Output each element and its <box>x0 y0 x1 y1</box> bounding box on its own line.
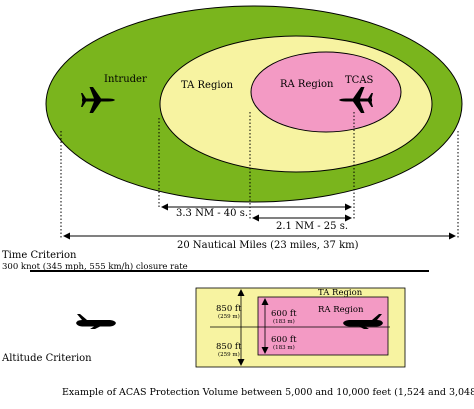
intruder-side-airplane-icon <box>76 314 116 329</box>
tcas-label: TCAS <box>345 75 374 86</box>
guide-lines <box>60 112 459 238</box>
ra-region-label: RA Region <box>280 79 334 90</box>
ta-lower-ft-label: 850 ft <box>216 342 242 352</box>
altitude-ra-label: RA Region <box>318 305 364 315</box>
ta-upper-m-label: (259 m) <box>218 313 240 320</box>
intruder-label: Intruder <box>104 74 147 85</box>
time-criterion-rate: 300 knot (345 mph, 555 km/h) closure rat… <box>2 261 188 272</box>
ta-region-label: TA Region <box>181 80 234 91</box>
ra-upper-m-label: (183 m) <box>273 318 295 325</box>
diagram-caption: Example of ACAS Protection Volume betwee… <box>62 387 474 398</box>
altitude-ta-label: TA Region <box>318 288 363 298</box>
ta-upper-ft-label: 850 ft <box>216 304 242 314</box>
total-distance-label: 20 Nautical Miles (23 miles, 37 km) <box>177 240 359 251</box>
ra-distance-label: 2.1 NM - 25 s. <box>276 221 348 232</box>
ra-lower-m-label: (183 m) <box>273 344 295 351</box>
altitude-criterion-label: Altitude Criterion <box>1 353 92 364</box>
ra-upper-ft-label: 600 ft <box>271 309 297 319</box>
ta-lower-m-label: (259 m) <box>218 351 240 358</box>
tcas-side-airplane-icon <box>343 314 383 329</box>
time-criterion-title: Time Criterion <box>2 250 77 261</box>
ta-distance-label: 3.3 NM - 40 s. <box>176 208 248 219</box>
ra-lower-ft-label: 600 ft <box>271 335 297 345</box>
ra-region-zone <box>250 51 402 133</box>
